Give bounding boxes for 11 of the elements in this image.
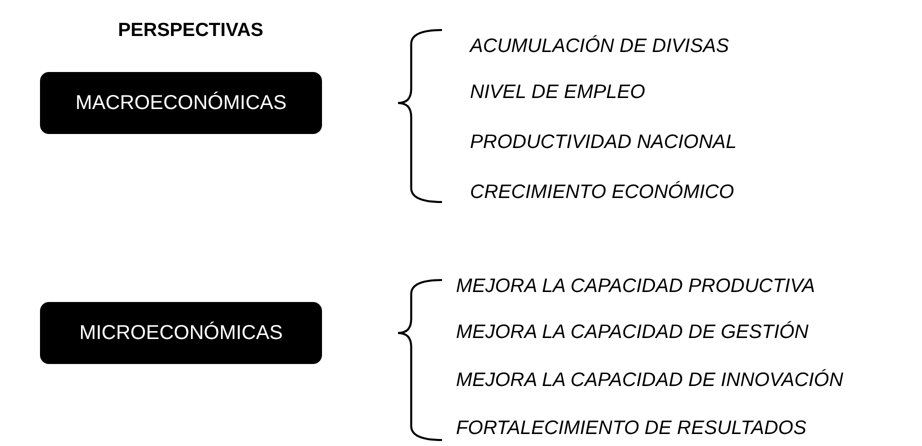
list-item-text: CRECIMIENTO ECONÓMICO: [470, 180, 734, 204]
list-item-text: MEJORA LA CAPACIDAD PRODUCTIVA: [456, 274, 816, 298]
list-item-text: MEJORA LA CAPACIDAD DE INNOVACIÓN: [456, 368, 844, 392]
category-box: MACROECONÓMICAS: [40, 72, 322, 134]
list-item-text: MEJORA LA CAPACIDAD DE GESTIÓN: [456, 320, 809, 344]
list-item-text: PRODUCTIVIDAD NACIONAL: [470, 130, 737, 154]
heading-text: PERSPECTIVAS: [118, 20, 264, 42]
list-item-text: NIVEL DE EMPLEO: [470, 80, 646, 104]
list-item-text: FORTALECIMIENTO DE RESULTADOS: [456, 416, 806, 440]
category-box: MICROECONÓMICAS: [40, 302, 322, 364]
list-item-text: ACUMULACIÓN DE DIVISAS: [470, 34, 729, 58]
